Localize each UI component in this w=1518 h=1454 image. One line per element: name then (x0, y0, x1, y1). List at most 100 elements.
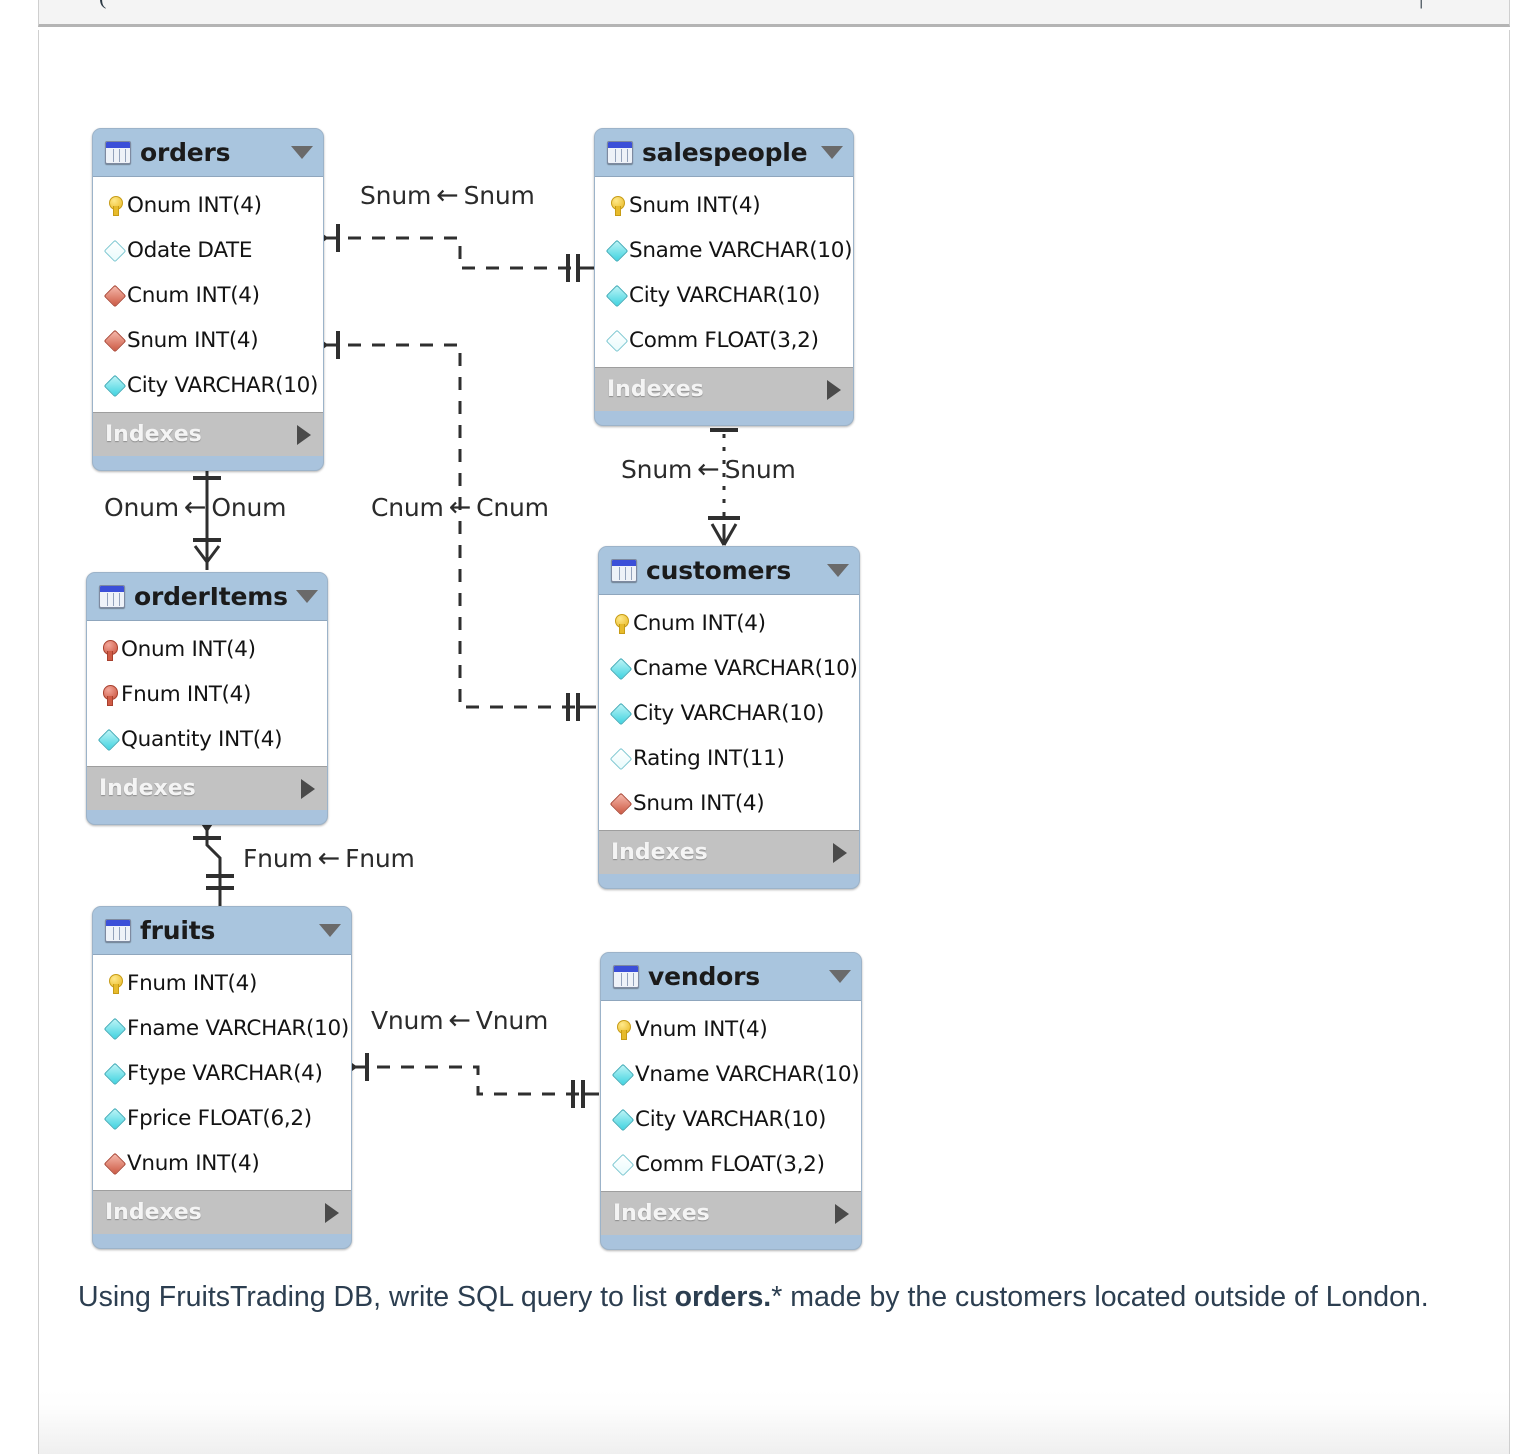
field-label: Snum INT(4) (629, 193, 761, 218)
question-text: Using FruitsTrading DB, write SQL query … (78, 1275, 1468, 1320)
foreign-key-icon (103, 284, 127, 307)
entity-orderitems[interactable]: orderItems Onum INT(4) Fnum INT(4) Quant… (86, 572, 328, 825)
chevron-right-icon[interactable] (833, 842, 847, 863)
column-icon (103, 1062, 127, 1085)
primary-key-icon (103, 974, 127, 994)
table-icon (607, 141, 633, 164)
entity-fruits[interactable]: fruits Fnum INT(4) Fname VARCHAR(10) Fty… (92, 906, 352, 1249)
column-icon (611, 1153, 635, 1176)
rel-right-column: Vnum (475, 1006, 549, 1035)
indexes-label: Indexes (99, 776, 196, 801)
rel-left-column: Fnum (243, 844, 313, 873)
field-row[interactable]: Snum INT(4) (595, 183, 853, 228)
indexes-label: Indexes (611, 840, 708, 865)
entity-fruits-title: fruits (140, 916, 216, 945)
entity-vendors-indexes[interactable]: Indexes (601, 1191, 861, 1235)
field-row[interactable]: Sname VARCHAR(10) (595, 228, 853, 273)
indexes-label: Indexes (607, 377, 704, 402)
rel-right-column: Fnum (345, 844, 415, 873)
field-row[interactable]: Fprice FLOAT(6,2) (93, 1096, 351, 1141)
chevron-down-icon[interactable] (821, 146, 843, 159)
field-row[interactable]: Fname VARCHAR(10) (93, 1006, 351, 1051)
chevron-down-icon[interactable] (291, 146, 313, 159)
entity-fruits-indexes[interactable]: Indexes (93, 1190, 351, 1234)
entity-salespeople[interactable]: salespeople Snum INT(4) Sname VARCHAR(10… (594, 128, 854, 426)
chevron-right-icon[interactable] (325, 1202, 339, 1223)
entity-orders-header[interactable]: orders (93, 129, 323, 176)
field-row[interactable]: Vnum INT(4) (601, 1007, 861, 1052)
question-prefix: Using FruitsTrading DB, write SQL query … (78, 1281, 675, 1313)
relationship-label-fruits-vendors: Vnum←Vnum (371, 1005, 548, 1036)
entity-orders[interactable]: orders Onum INT(4) Odate DATE Cnum INT(4… (92, 128, 324, 471)
field-row[interactable]: Comm FLOAT(3,2) (601, 1142, 861, 1187)
field-row[interactable]: Snum INT(4) (93, 318, 323, 363)
indexes-label: Indexes (105, 422, 202, 447)
field-row[interactable]: City VARCHAR(10) (599, 691, 859, 736)
relationship-label-orderitems-fruits: Fnum←Fnum (243, 843, 415, 874)
field-row[interactable]: Onum INT(4) (93, 183, 323, 228)
table-icon (613, 965, 639, 988)
foreign-key-icon (103, 329, 127, 352)
entity-customers[interactable]: customers Cnum INT(4) Cname VARCHAR(10) … (598, 546, 860, 889)
field-label: Snum INT(4) (127, 328, 259, 353)
field-row[interactable]: Fnum INT(4) (93, 961, 351, 1006)
field-row[interactable]: City VARCHAR(10) (595, 273, 853, 318)
entity-orderitems-header[interactable]: orderItems (87, 573, 327, 620)
field-row[interactable]: Quantity INT(4) (87, 717, 327, 762)
chevron-right-icon[interactable] (835, 1203, 849, 1224)
entity-vendors[interactable]: vendors Vnum INT(4) Vname VARCHAR(10) Ci… (600, 952, 862, 1250)
column-icon (611, 1108, 635, 1131)
field-row[interactable]: Cnum INT(4) (93, 273, 323, 318)
field-row[interactable]: Cname VARCHAR(10) (599, 646, 859, 691)
entity-orders-fields: Onum INT(4) Odate DATE Cnum INT(4) Snum … (93, 176, 323, 412)
entity-fruits-header[interactable]: fruits (93, 907, 351, 954)
chevron-down-icon[interactable] (829, 970, 851, 983)
left-arrow-icon: ← (317, 843, 341, 874)
entity-vendors-fields: Vnum INT(4) Vname VARCHAR(10) City VARCH… (601, 1000, 861, 1191)
entity-salespeople-indexes[interactable]: Indexes (595, 367, 853, 411)
chevron-right-icon[interactable] (301, 778, 315, 799)
field-row[interactable]: Fnum INT(4) (87, 672, 327, 717)
rel-right-column: Cnum (476, 493, 549, 522)
field-label: City VARCHAR(10) (629, 283, 821, 308)
entity-orders-indexes[interactable]: Indexes (93, 412, 323, 456)
chevron-right-icon[interactable] (827, 379, 841, 400)
top-clipped-text-right: | (1419, 0, 1423, 10)
entity-customers-title: customers (646, 556, 792, 585)
primary-key-icon (609, 614, 633, 634)
foreign-key-icon (103, 1152, 127, 1175)
field-row[interactable]: City VARCHAR(10) (601, 1097, 861, 1142)
field-row[interactable]: Cnum INT(4) (599, 601, 859, 646)
page-bottom-fade (38, 1390, 1510, 1454)
column-icon (605, 329, 629, 352)
field-row[interactable]: Onum INT(4) (87, 627, 327, 672)
entity-customers-header[interactable]: customers (599, 547, 859, 594)
entity-salespeople-header[interactable]: salespeople (595, 129, 853, 176)
column-icon (605, 284, 629, 307)
field-row[interactable]: Snum INT(4) (599, 781, 859, 826)
field-row[interactable]: Rating INT(11) (599, 736, 859, 781)
field-label: Cname VARCHAR(10) (633, 656, 858, 681)
chevron-right-icon[interactable] (297, 424, 311, 445)
indexes-label: Indexes (613, 1201, 710, 1226)
field-row[interactable]: City VARCHAR(10) (93, 363, 323, 408)
field-row[interactable]: Comm FLOAT(3,2) (595, 318, 853, 363)
field-row[interactable]: Odate DATE (93, 228, 323, 273)
entity-orderitems-indexes[interactable]: Indexes (87, 766, 327, 810)
column-icon (103, 1107, 127, 1130)
chevron-down-icon[interactable] (319, 924, 341, 937)
chevron-down-icon[interactable] (295, 590, 318, 603)
field-row[interactable]: Vname VARCHAR(10) (601, 1052, 861, 1097)
column-icon (609, 702, 633, 725)
table-icon (105, 919, 131, 942)
chevron-down-icon[interactable] (827, 564, 849, 577)
entity-vendors-header[interactable]: vendors (601, 953, 861, 1000)
foreign-key-icon (609, 792, 633, 815)
field-row[interactable]: Ftype VARCHAR(4) (93, 1051, 351, 1096)
primary-key-icon (103, 196, 127, 216)
entity-customers-indexes[interactable]: Indexes (599, 830, 859, 874)
field-row[interactable]: Vnum INT(4) (93, 1141, 351, 1186)
field-label: Fnum INT(4) (127, 971, 258, 996)
relationship-label-orders-orderitems: Onum←Onum (104, 492, 286, 523)
